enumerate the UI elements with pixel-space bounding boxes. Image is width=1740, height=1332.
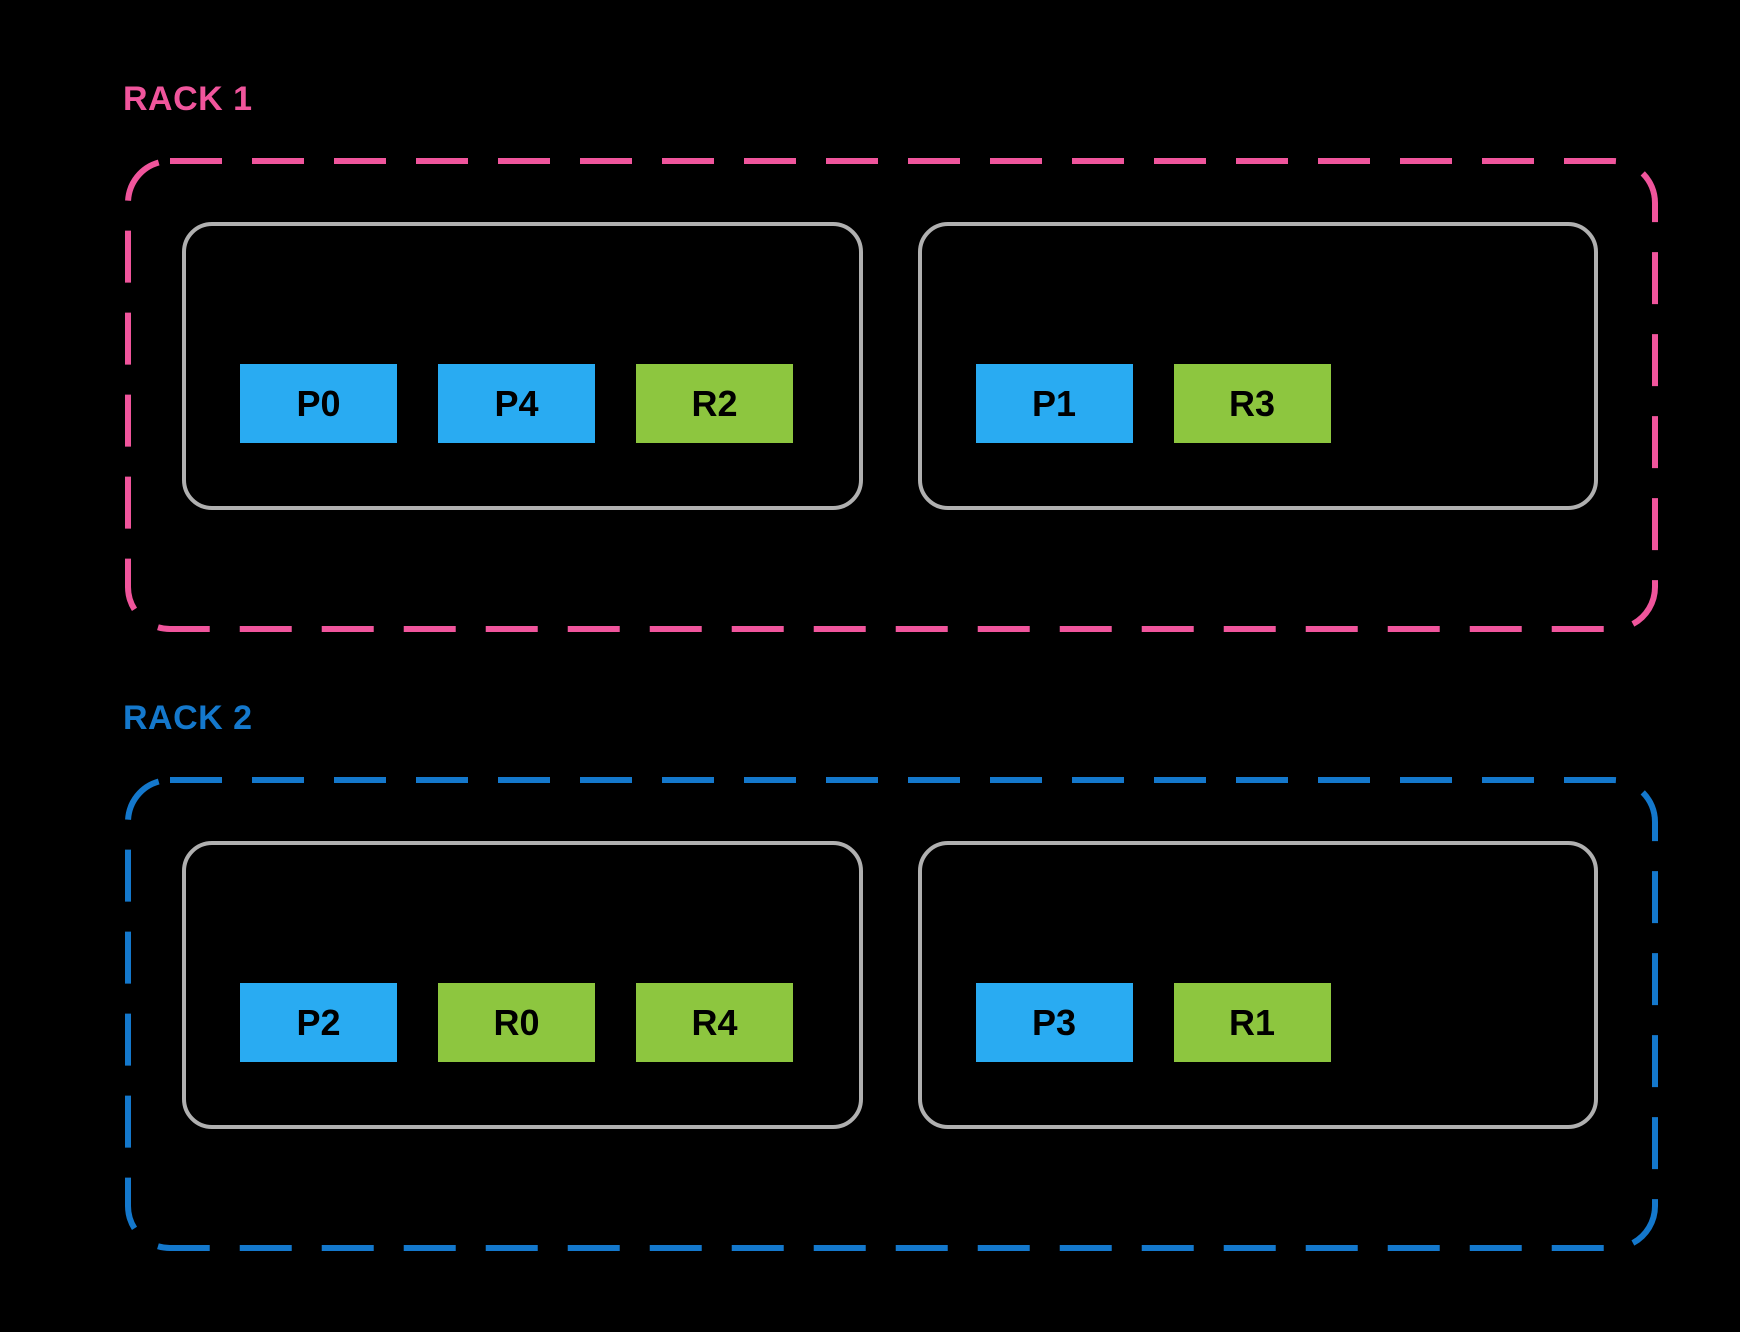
chip-r2: R2 <box>636 364 793 443</box>
rack-2-dashed-boundary <box>125 777 1658 1251</box>
chip-r0: R0 <box>438 983 595 1062</box>
node-1: P0 P4 R2 <box>182 222 863 510</box>
rack-1-nodes: P0 P4 R2 P1 R3 <box>125 158 1658 632</box>
node-4-chips: P3 R1 <box>975 983 1331 1062</box>
node-3: P2 R0 R4 <box>182 841 863 1129</box>
node-4: P3 R1 <box>917 841 1598 1129</box>
node-2-chips: P1 R3 <box>975 364 1331 443</box>
chip-p2: P2 <box>240 983 397 1062</box>
chip-p0: P0 <box>240 364 397 443</box>
chip-r1: R1 <box>1173 983 1331 1062</box>
chip-r4: R4 <box>636 983 793 1062</box>
rack-2-nodes: P2 R0 R4 P3 R1 <box>125 777 1658 1251</box>
rack-1-label: RACK 1 <box>123 80 253 118</box>
rack-1: RACK 1 P0 P4 R2 P1 R3 <box>123 82 1658 632</box>
rack-2-label: RACK 2 <box>123 699 253 737</box>
chip-p3: P3 <box>975 983 1133 1062</box>
chip-r3: R3 <box>1173 364 1331 443</box>
chip-p4: P4 <box>438 364 595 443</box>
rack-1-dashed-boundary <box>125 158 1658 632</box>
node-1-chips: P0 P4 R2 <box>240 364 793 443</box>
node-2: P1 R3 <box>917 222 1598 510</box>
chip-p1: P1 <box>975 364 1133 443</box>
node-3-chips: P2 R0 R4 <box>240 983 793 1062</box>
rack-2: RACK 2 P2 R0 R4 P3 R1 <box>123 701 1658 1251</box>
